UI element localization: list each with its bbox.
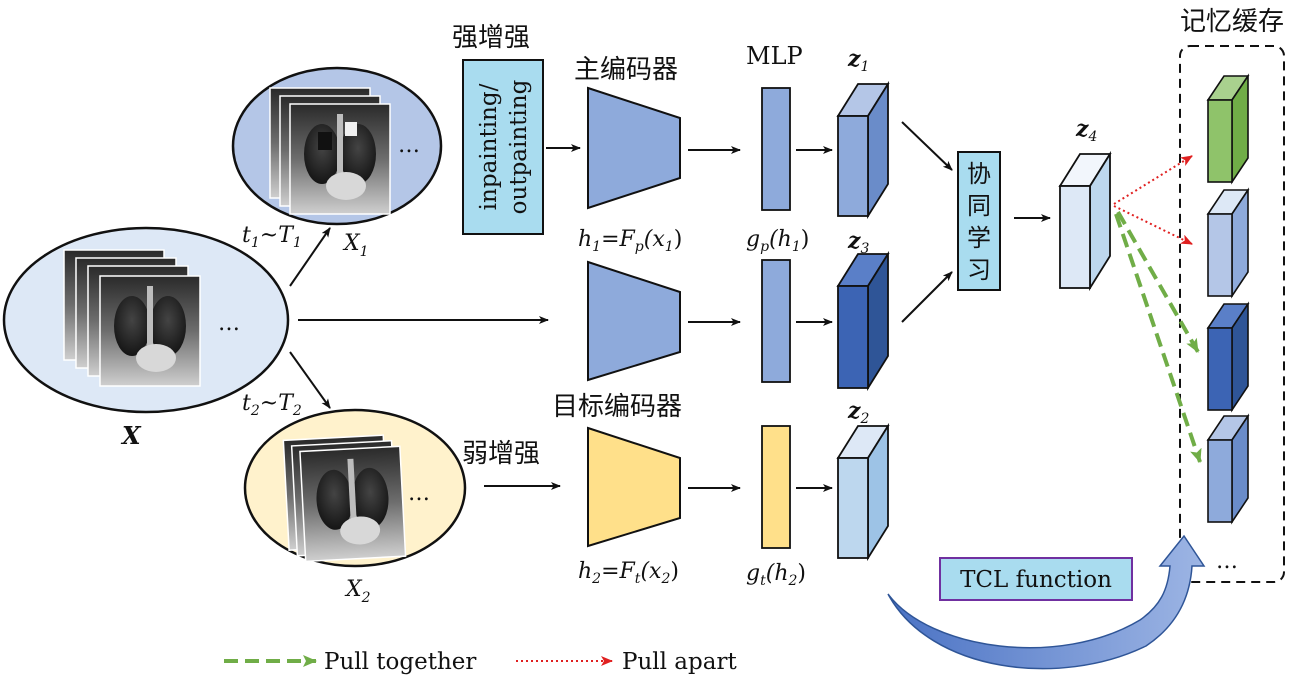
label-t2-T2: t2~T2 — [242, 391, 302, 419]
tcl-curved-arrow — [887, 534, 1206, 670]
pull-apart-arrow-1 — [1113, 155, 1193, 205]
memory-cube-green — [1206, 73, 1250, 185]
input-x-group: … X — [2, 226, 290, 450]
mlp-title: MLP — [746, 42, 803, 70]
collab-char-3: 学 — [967, 224, 991, 252]
label-z1: z1 — [847, 46, 869, 75]
xray-stack-x2 — [282, 434, 407, 563]
collab-char-4: 习 — [967, 256, 991, 284]
collab-char-2: 同 — [967, 192, 991, 220]
middle-encoder-shape — [587, 260, 681, 382]
z2-cube — [836, 422, 890, 562]
legend-pull-together: Pull together — [324, 649, 476, 675]
label-x2: X2 — [344, 577, 371, 606]
label-g1: gp(h1) — [746, 227, 809, 255]
inpainting-label-line1: inpainting/ — [476, 83, 502, 210]
collab-char-1: 协 — [967, 160, 991, 188]
arrow-x-to-x2 — [289, 351, 331, 409]
ellipsis-x1: … — [398, 133, 420, 158]
memory-cache-title: 记忆缓存 — [1180, 7, 1284, 37]
main-encoder-title: 主编码器 — [574, 55, 678, 85]
label-z2: z2 — [847, 398, 870, 427]
collab-learning-box — [957, 151, 1001, 291]
weak-aug-title: 弱增强 — [462, 439, 540, 469]
inpainting-box — [462, 59, 544, 235]
mlp-bar-bottom — [761, 425, 791, 549]
target-encoder-title: 目标编码器 — [552, 392, 682, 422]
z3-cube — [836, 250, 890, 392]
inpainting-label-line2: outpainting — [506, 79, 532, 214]
memory-cube-medium — [1206, 413, 1250, 525]
pull-together-arrow-2 — [1114, 213, 1202, 463]
label-g2: gt(h2) — [746, 561, 806, 589]
mask-patch — [318, 132, 332, 150]
memory-cube-light — [1206, 187, 1250, 299]
z4-cube — [1058, 150, 1112, 292]
tcl-function-box — [939, 557, 1133, 601]
arrow-x-to-x1 — [289, 227, 331, 287]
arrow-z1-to-collab — [901, 121, 953, 171]
label-x: X — [120, 421, 142, 450]
target-encoder-shape — [587, 426, 681, 548]
ellipsis-x2: … — [408, 481, 430, 506]
mask-patch-light — [345, 122, 357, 136]
ellipsis-x: … — [218, 311, 240, 336]
xray-stack-x — [63, 249, 201, 387]
xray-stack-x1 — [269, 87, 391, 215]
label-h2: h2=Ft(x2) — [578, 559, 679, 587]
label-h1: h1=Fp(x1) — [578, 227, 682, 255]
memory-cube-dark — [1206, 301, 1250, 413]
mlp-bar-middle — [761, 259, 791, 383]
legend-pull-apart: Pull apart — [622, 649, 737, 675]
strong-aug-title: 强增强 — [452, 23, 530, 53]
label-z3: z3 — [847, 228, 870, 257]
tcl-function-label: TCL function — [960, 567, 1112, 593]
label-t1-T1: t1~T1 — [242, 223, 302, 251]
arrow-z3-to-collab — [901, 271, 953, 323]
input-x2-group: … X2 — [243, 408, 467, 606]
input-x1-group: … X1 — [231, 66, 443, 260]
pull-together-arrow-1 — [1116, 211, 1200, 353]
label-z4: z4 — [1075, 116, 1097, 145]
mlp-bar-top — [761, 87, 791, 211]
label-x1: X1 — [342, 231, 369, 260]
main-encoder-shape — [587, 86, 681, 210]
ellipsis-memory: … — [1216, 549, 1238, 574]
z1-cube — [836, 80, 890, 220]
